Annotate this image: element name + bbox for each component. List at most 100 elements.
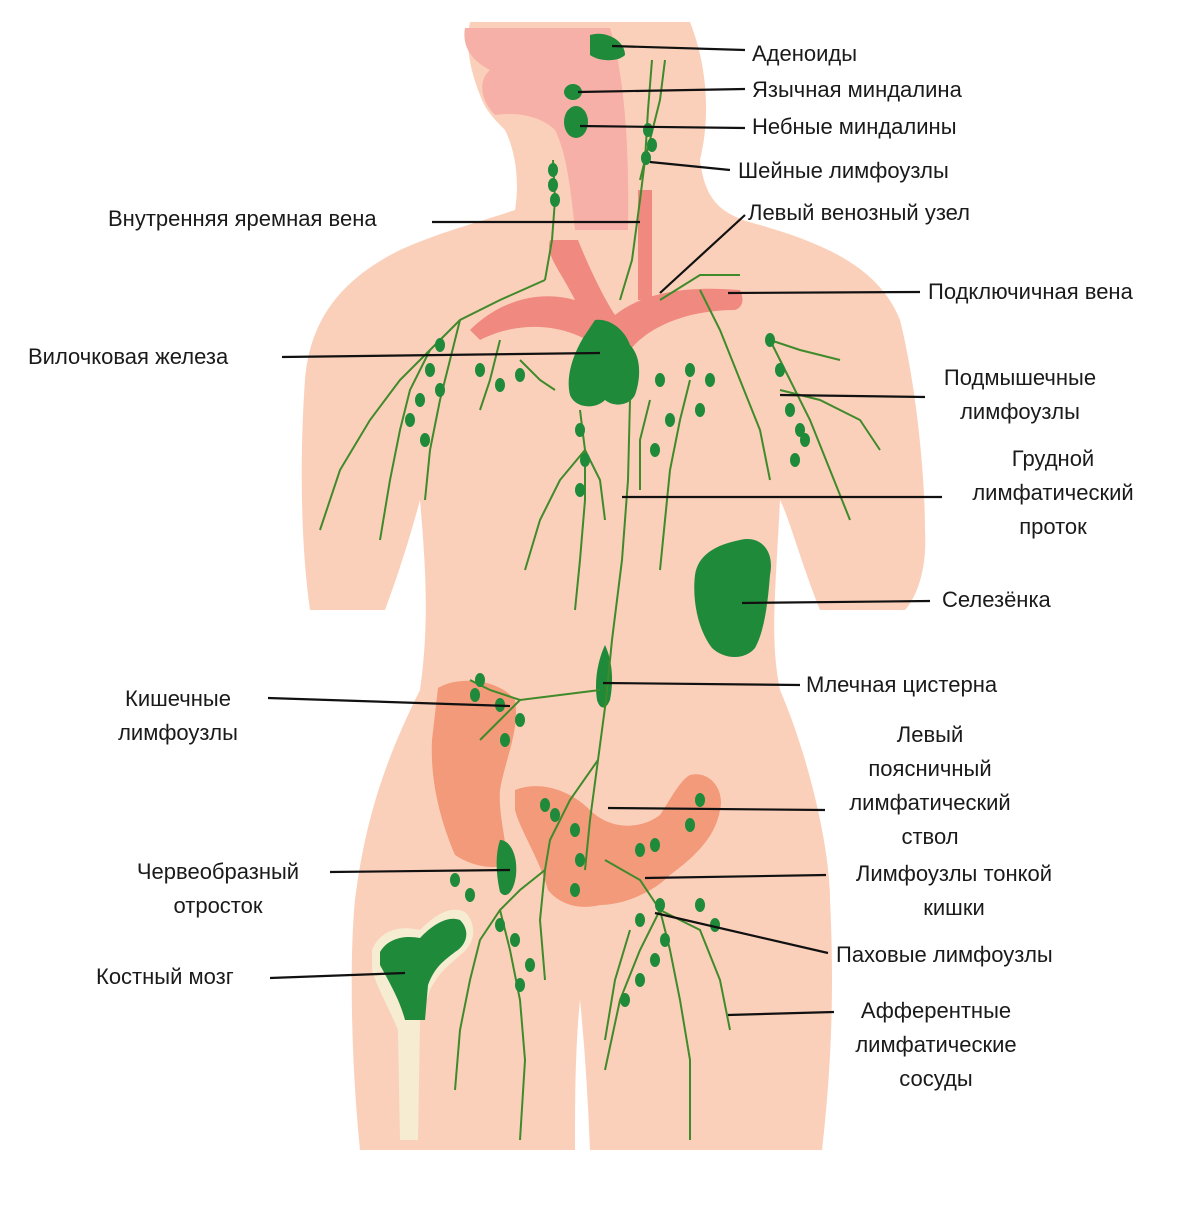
lymph-vessel xyxy=(454,869,546,1091)
label-thoracic-duct-line-2: лимфатический xyxy=(972,480,1134,505)
leader-inguinal-nodes xyxy=(654,911,829,955)
leader-small-intestine-nodes xyxy=(644,873,827,880)
lymph-node xyxy=(420,433,430,447)
label-small-intestine-nodes-line-1: Лимфоузлы тонкой xyxy=(855,861,1053,886)
label-appendix: Червеобразный отросток xyxy=(137,855,299,923)
label-appendix-line-2: отросток xyxy=(173,893,263,918)
label-afferent-vessels-line-3: сосуды xyxy=(899,1066,973,1091)
label-thoracic-duct: Грудной лимфатический проток xyxy=(972,442,1133,544)
appendix-organ xyxy=(496,840,517,896)
lymph-node xyxy=(570,823,580,837)
lymph-vessel xyxy=(604,929,631,1041)
lymph-node xyxy=(635,973,645,987)
label-spleen: Селезёнка xyxy=(942,587,1051,612)
lymph-node xyxy=(695,898,705,912)
label-afferent-vessels-line-2: лимфатические xyxy=(855,1032,1017,1057)
adenoids-organ xyxy=(590,33,625,61)
lymph-node xyxy=(570,883,580,897)
lymph-node-group xyxy=(405,123,810,1007)
lymph-node xyxy=(550,808,560,822)
label-intestinal-nodes: Кишечные лимфоузлы xyxy=(118,682,238,750)
leader-intestinal-nodes xyxy=(267,696,511,708)
palatine-tonsil-organ xyxy=(564,106,588,138)
leader-palatine-tonsils xyxy=(579,124,746,130)
label-lumbar-trunk-line-3: лимфатический xyxy=(849,790,1011,815)
lymph-node xyxy=(548,163,558,177)
label-left-venous-angle: Левый венозный узел xyxy=(748,200,971,225)
lymph-node xyxy=(705,373,715,387)
lymph-node xyxy=(495,378,505,392)
lymph-node xyxy=(665,413,675,427)
lymph-node xyxy=(695,793,705,807)
lymph-node xyxy=(790,453,800,467)
label-lumbar-trunk-line-1: Левый xyxy=(896,722,964,747)
label-lingual-tonsil: Язычная миндалина xyxy=(752,77,962,102)
lymph-node xyxy=(800,433,810,447)
label-afferent-vessels-line-1: Афферентные xyxy=(860,998,1012,1023)
leader-spleen xyxy=(741,599,931,605)
lymph-node xyxy=(425,363,435,377)
cisterna-chyli-organ xyxy=(595,645,613,708)
lymph-node xyxy=(795,423,805,437)
lymph-node xyxy=(685,818,695,832)
lymph-node xyxy=(435,383,445,397)
lymph-node xyxy=(635,843,645,857)
lymph-node xyxy=(685,363,695,377)
label-intestinal-nodes-line-1: Кишечные xyxy=(125,686,231,711)
lymph-node xyxy=(575,483,585,497)
lymph-node xyxy=(475,363,485,377)
label-axillary-nodes-line-1: Подмышечные xyxy=(943,365,1097,390)
lingual-tonsil-organ xyxy=(564,84,582,100)
lymph-vessel xyxy=(379,279,546,541)
nasopharynx-region xyxy=(464,28,629,230)
leader-adenoids xyxy=(611,44,746,52)
label-palatine-tonsils: Небные миндалины xyxy=(752,114,957,139)
label-cervical-nodes: Шейные лимфоузлы xyxy=(738,158,949,183)
lymph-node xyxy=(650,443,660,457)
leader-thymus xyxy=(281,351,601,359)
lymph-node xyxy=(465,888,475,902)
lymph-vessel xyxy=(659,909,731,1031)
lymph-node xyxy=(775,363,785,377)
body-silhouette xyxy=(301,22,926,1150)
lymph-node xyxy=(650,838,660,852)
leader-appendix xyxy=(329,868,511,874)
lymph-vessel xyxy=(699,289,771,481)
lymph-node xyxy=(515,713,525,727)
leader-afferent-vessels xyxy=(727,1010,835,1017)
label-lumbar-trunk: Левый поясничный лимфатический ствол xyxy=(849,718,1010,854)
lymph-node xyxy=(515,368,525,382)
spleen-organ xyxy=(694,539,771,657)
bone-marrow-organ xyxy=(380,918,467,1020)
lymph-vessel xyxy=(604,859,691,1140)
lymph-vessel xyxy=(604,909,661,1071)
lymph-node xyxy=(510,933,520,947)
lymph-node xyxy=(635,913,645,927)
leader-lumbar-trunk xyxy=(607,806,826,812)
thymus-organ xyxy=(568,319,640,407)
lymph-node xyxy=(655,898,665,912)
label-inguinal-nodes: Паховые лимфоузлы xyxy=(836,942,1053,967)
lymph-node xyxy=(765,333,775,347)
label-internal-jugular: Внутренняя яремная вена xyxy=(108,206,377,231)
lymph-vessel xyxy=(499,909,527,1141)
leader-left-venous-angle xyxy=(659,214,746,294)
lymph-vessel xyxy=(319,349,431,531)
leader-lingual-tonsil xyxy=(577,87,746,94)
brachiocephalic-veins xyxy=(470,240,743,350)
lymph-node xyxy=(647,138,657,152)
label-thymus: Вилочковая железа xyxy=(28,344,229,369)
lymph-node xyxy=(575,423,585,437)
label-lumbar-trunk-line-2: поясничный xyxy=(868,756,992,781)
label-afferent-vessels: Афферентные лимфатические сосуды xyxy=(855,994,1016,1096)
lymph-node xyxy=(495,918,505,932)
label-appendix-line-1: Червеобразный xyxy=(136,859,300,884)
lymph-node xyxy=(580,453,590,467)
lymph-vessel xyxy=(574,409,586,611)
lymph-vessel xyxy=(479,699,521,741)
lymph-vessel xyxy=(769,339,841,361)
colon xyxy=(431,680,517,867)
lymph-node xyxy=(575,853,585,867)
lymph-vessel xyxy=(584,399,631,871)
